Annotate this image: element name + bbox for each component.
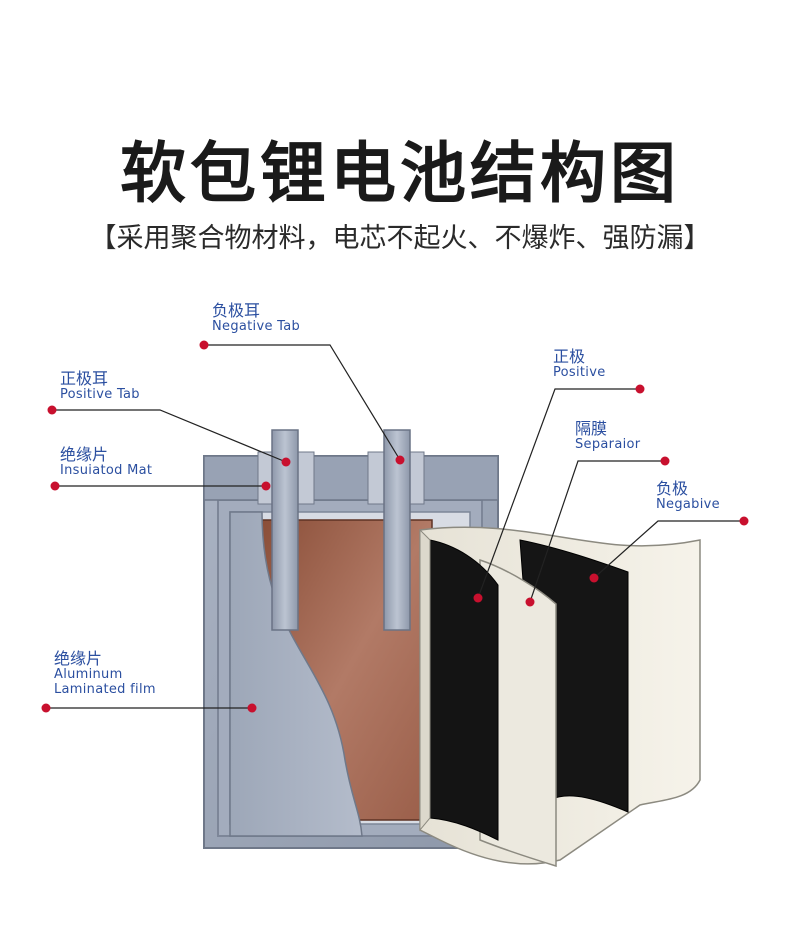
negative-tab-label: 负极耳 Negative Tab bbox=[212, 301, 301, 335]
electrode-layers bbox=[419, 526, 701, 868]
aluminum-laminated-film bbox=[229, 511, 363, 837]
aluminum-film-label-en1: Aluminum bbox=[54, 667, 123, 683]
positive-label-zh: 正极 bbox=[553, 347, 586, 366]
page-subtitle: 【采用聚合物材料，电芯不起火、不爆炸、强防漏】 bbox=[89, 223, 711, 254]
positive-label: 正极 Positive bbox=[553, 347, 606, 381]
insulated-mat-label: 绝缘片 Insuiatod Mat bbox=[60, 445, 153, 479]
insulated-mat-label-zh: 绝缘片 bbox=[60, 445, 109, 464]
page-title: 软包锂电池结构图 bbox=[120, 135, 680, 212]
aluminum-film-label: 绝缘片 Aluminum Laminated film bbox=[54, 649, 156, 698]
negative-label: 负极 Negabive bbox=[656, 479, 720, 513]
negative-tab-label-en: Negative Tab bbox=[212, 319, 301, 335]
negative-label-en: Negabive bbox=[656, 497, 720, 513]
positive-label-en: Positive bbox=[553, 365, 606, 381]
positive-tab-label-zh: 正极耳 bbox=[60, 369, 109, 388]
separator-label-zh: 隔膜 bbox=[575, 419, 608, 438]
positive-tab-label: 正极耳 Positive Tab bbox=[60, 369, 140, 403]
positive-tab-label-en: Positive Tab bbox=[60, 387, 140, 403]
leader-lines bbox=[46, 344, 744, 709]
top-seal bbox=[203, 455, 499, 501]
separator-label-en: Separaior bbox=[575, 437, 641, 453]
aluminum-film-label-zh: 绝缘片 bbox=[54, 649, 103, 668]
insulated-mat-label-en: Insuiatod Mat bbox=[60, 463, 153, 479]
separator-label: 隔膜 Separaior bbox=[575, 419, 641, 453]
negative-label-zh: 负极 bbox=[656, 479, 689, 498]
marker-dots bbox=[41, 340, 749, 713]
aluminum-film-label-en2: Laminated film bbox=[54, 682, 156, 698]
negative-tab-label-zh: 负极耳 bbox=[212, 301, 261, 320]
